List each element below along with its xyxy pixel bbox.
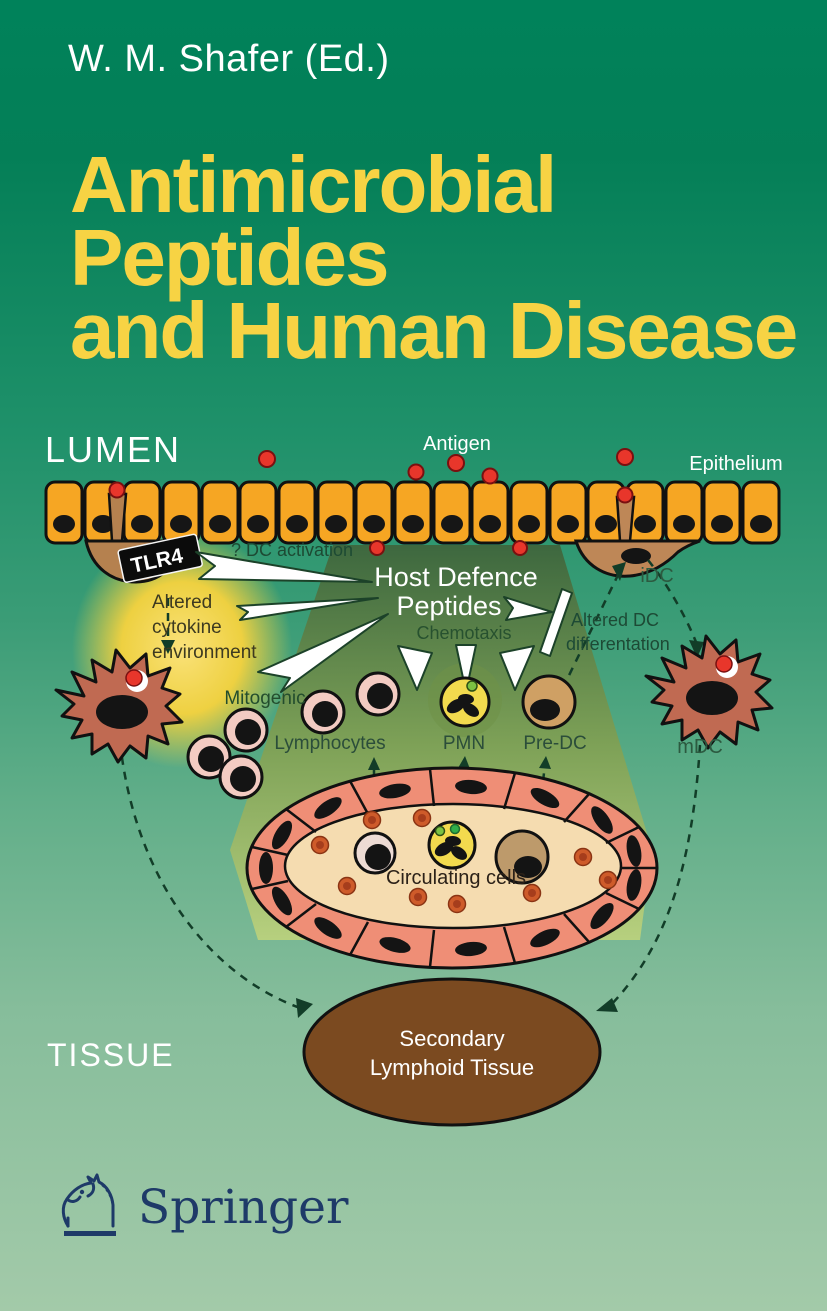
author-text: W. M. Shafer (Ed.) <box>68 38 390 80</box>
tlr4-tag: TLR4 <box>117 533 203 583</box>
host-defence-label-1: Host Defence <box>374 562 538 592</box>
book-title: Antimicrobial Peptides and Human Disease <box>70 140 798 375</box>
title-line-1: Antimicrobial <box>70 140 557 229</box>
lumen-label: LUMEN <box>45 429 181 470</box>
pre-dc-label: Pre-DC <box>523 733 586 754</box>
lymphocytes-label: Lymphocytes <box>274 733 385 754</box>
pmn-cell <box>439 676 491 728</box>
tissue-label: TISSUE <box>47 1037 175 1073</box>
inhibition-t-bar <box>539 588 573 657</box>
antigen-dots <box>108 448 634 556</box>
pre-dc-cell <box>521 674 577 730</box>
circulating-cells-label: Circulating cells <box>386 867 526 889</box>
secretion-rays <box>195 551 573 693</box>
mdc-label: mDC <box>677 736 723 758</box>
secondary-lymphoid-label-2: Lymphoid Tissue <box>370 1055 534 1080</box>
dc-activation-label: ? DC activation <box>231 540 353 560</box>
epithelial-cell-row <box>44 480 781 545</box>
springer-horse-icon <box>61 1173 116 1236</box>
springer-wordmark: Springer <box>138 1180 349 1235</box>
circulating-lymphocyte <box>353 831 397 875</box>
title-line-2: Peptides <box>70 213 389 302</box>
altered-cytokine-label-3: environment <box>152 642 257 663</box>
epithelium-label: Epithelium <box>689 453 782 475</box>
altered-dc-label-1: Altered DC <box>571 610 659 630</box>
antigen-label: Antigen <box>423 433 491 455</box>
title-line-3: and Human Disease <box>70 286 798 375</box>
idc-label: iDC <box>640 565 673 587</box>
dashed-arrowheads <box>161 562 704 1018</box>
circulating-pre-dc <box>494 829 550 885</box>
idc-cell-right <box>573 495 701 578</box>
mdc-cell <box>644 634 774 750</box>
altered-cytokine-label-2: cytokine <box>152 617 222 638</box>
host-defence-label-2: Peptides <box>396 591 501 621</box>
circulating-pmn <box>427 820 477 870</box>
mitogenic-label: Mitogenic <box>224 688 305 709</box>
altered-cytokine-label-1: Altered <box>152 592 212 613</box>
secondary-lymphoid-label-1: Secondary <box>399 1026 504 1051</box>
pmn-label: PMN <box>443 733 485 754</box>
chemotaxis-label: Chemotaxis <box>416 623 511 643</box>
springer-logo: Springer <box>58 1172 348 1240</box>
inhibition-t-stem <box>503 596 553 621</box>
secondary-lymphoid-ellipse: Secondary Lymphoid Tissue <box>302 977 602 1127</box>
dendritic-cell-left <box>54 648 184 764</box>
altered-dc-label-2: differentation <box>566 634 670 654</box>
blood-vessel: Circulating cells <box>245 766 659 970</box>
